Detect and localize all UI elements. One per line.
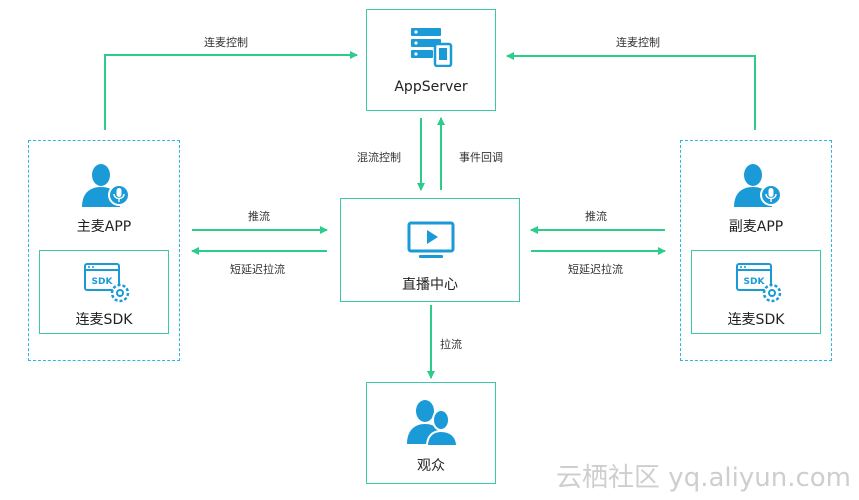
sdk-badge-text: SDK bbox=[92, 277, 114, 287]
label-guest-control: 连麦控制 bbox=[616, 36, 660, 49]
label-host-push: 推流 bbox=[248, 210, 270, 223]
audience-users-icon bbox=[407, 400, 459, 447]
host-sdk-label: 连麦SDK bbox=[75, 312, 133, 328]
host-group: 主麦APP SDK 连麦SDK bbox=[28, 140, 180, 361]
host-sdk-node[interactable]: SDK 连麦SDK bbox=[39, 250, 169, 334]
server-device-icon bbox=[411, 28, 453, 67]
label-guest-pull: 短延迟拉流 bbox=[568, 263, 623, 276]
guest-sdk-node[interactable]: SDK 连麦SDK bbox=[691, 250, 821, 334]
edge-guest-control bbox=[506, 52, 756, 130]
appserver-label: AppServer bbox=[394, 79, 468, 95]
appserver-node[interactable]: AppServer bbox=[366, 9, 496, 111]
label-host-control: 连麦控制 bbox=[204, 36, 248, 49]
user-mic-icon bbox=[734, 164, 782, 207]
guest-sdk-label: 连麦SDK bbox=[727, 312, 785, 328]
label-audience-pull: 拉流 bbox=[440, 338, 462, 351]
guest-group: 副麦APP SDK 连麦SDK bbox=[680, 140, 832, 361]
edge-host-control bbox=[104, 51, 358, 130]
sdk-gear-icon: SDK bbox=[736, 263, 782, 303]
label-event-callback: 事件回调 bbox=[459, 151, 503, 164]
sdk-badge-text: SDK bbox=[744, 277, 766, 287]
audience-label: 观众 bbox=[417, 458, 445, 474]
live-center-label: 直播中心 bbox=[402, 277, 458, 293]
label-mix-control: 混流控制 bbox=[357, 151, 401, 164]
live-center-node[interactable]: 直播中心 bbox=[340, 198, 520, 302]
video-screen-icon bbox=[407, 221, 455, 258]
user-mic-icon bbox=[82, 164, 130, 207]
watermark-text: 云栖社区 yq.aliyun.com bbox=[556, 463, 851, 493]
label-guest-push: 推流 bbox=[585, 210, 607, 223]
sdk-gear-icon: SDK bbox=[84, 263, 130, 303]
audience-node[interactable]: 观众 bbox=[366, 382, 496, 484]
guest-app-label: 副麦APP bbox=[728, 219, 784, 235]
host-app-label: 主麦APP bbox=[76, 219, 132, 235]
label-host-pull: 短延迟拉流 bbox=[230, 263, 285, 276]
